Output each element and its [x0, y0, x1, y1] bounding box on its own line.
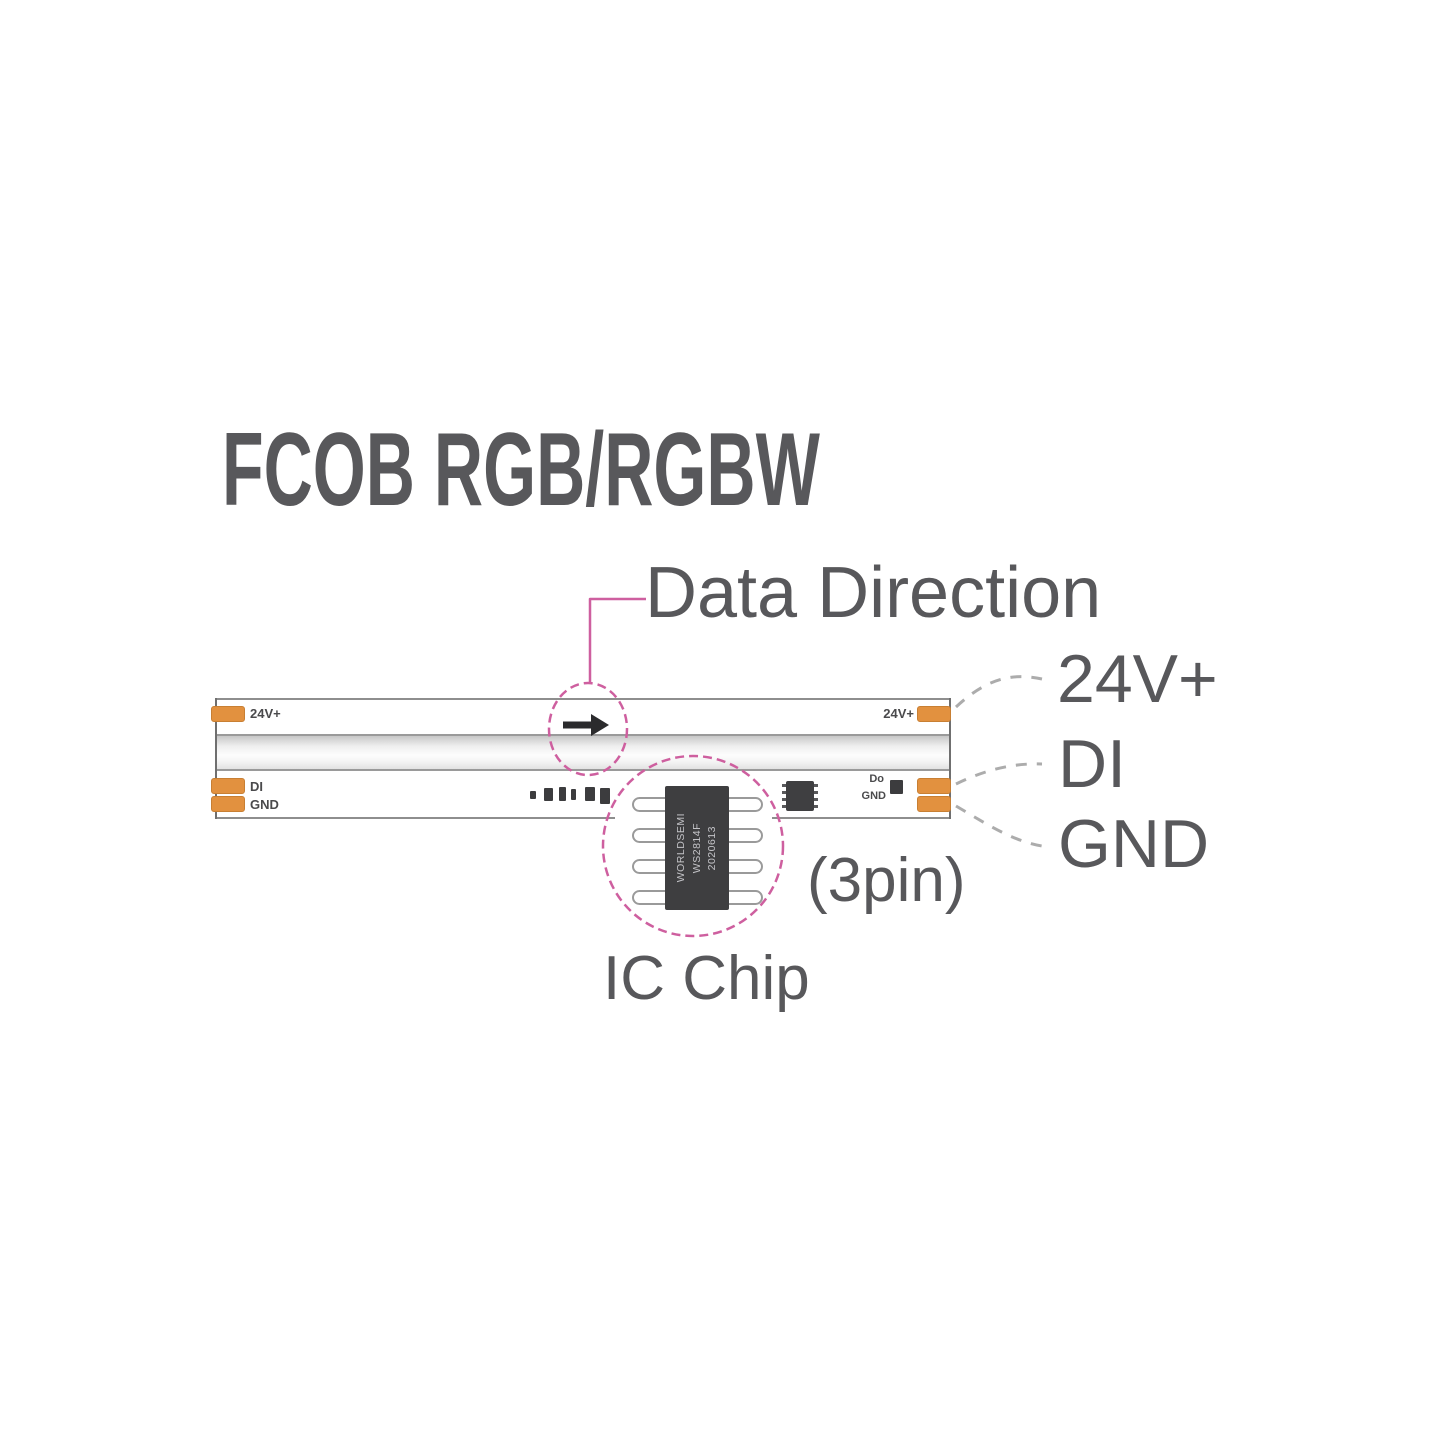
smd-component [530, 791, 536, 799]
strip-pad-label-gnd-right: GND [861, 790, 886, 802]
pinout-label-di: DI [1058, 726, 1126, 802]
smd-component [544, 788, 553, 801]
chip-marking-line: WORLDSEMI [675, 813, 688, 883]
ic-chip-label: IC Chip [603, 944, 810, 1013]
smd-component [890, 780, 903, 794]
strip-band-bottom [217, 771, 949, 819]
smd-component [571, 789, 576, 800]
dashed-connector-24v [954, 675, 1043, 709]
smd-component [585, 787, 595, 801]
solder-pad-di-left [211, 778, 245, 794]
dashed-connector-di [955, 762, 1043, 786]
solder-pad-24v-left [211, 706, 245, 722]
dashed-connector-gnd [955, 804, 1043, 848]
ic-chip-on-strip [782, 781, 818, 811]
data-direction-label: Data Direction [645, 553, 1102, 633]
pin-count-label: (3pin) [807, 846, 966, 915]
solder-pad-gnd-right [917, 796, 951, 812]
solder-pad-24v-right [917, 706, 951, 722]
strip-pad-label-di-left: DI [250, 779, 263, 794]
strip-pad-label-24v-left: 24V+ [250, 706, 281, 721]
solder-pad-do-right [917, 778, 951, 794]
data-direction-callout-line [588, 597, 646, 684]
pinout-label-gnd: GND [1058, 806, 1210, 882]
strip-pad-label-gnd-left: GND [250, 797, 279, 812]
strip-pad-label-do-right: Do [869, 773, 884, 785]
solder-pad-gnd-left [211, 796, 245, 812]
strip-band-cob [217, 734, 949, 771]
pinout-label-24v: 24V+ [1057, 641, 1218, 717]
data-direction-arrow-icon [563, 714, 609, 736]
ic-chip-magnified: WORLDSEMI WS2814F 2020613 [665, 786, 729, 910]
chip-marking-line: WS2814F [690, 822, 703, 874]
chip-marking-line: 2020613 [706, 825, 719, 871]
smd-component [559, 787, 566, 801]
page-title: FCOB RGB/RGBW [222, 412, 820, 528]
strip-pad-label-24v-right: 24V+ [883, 706, 914, 721]
smd-component [600, 788, 610, 804]
